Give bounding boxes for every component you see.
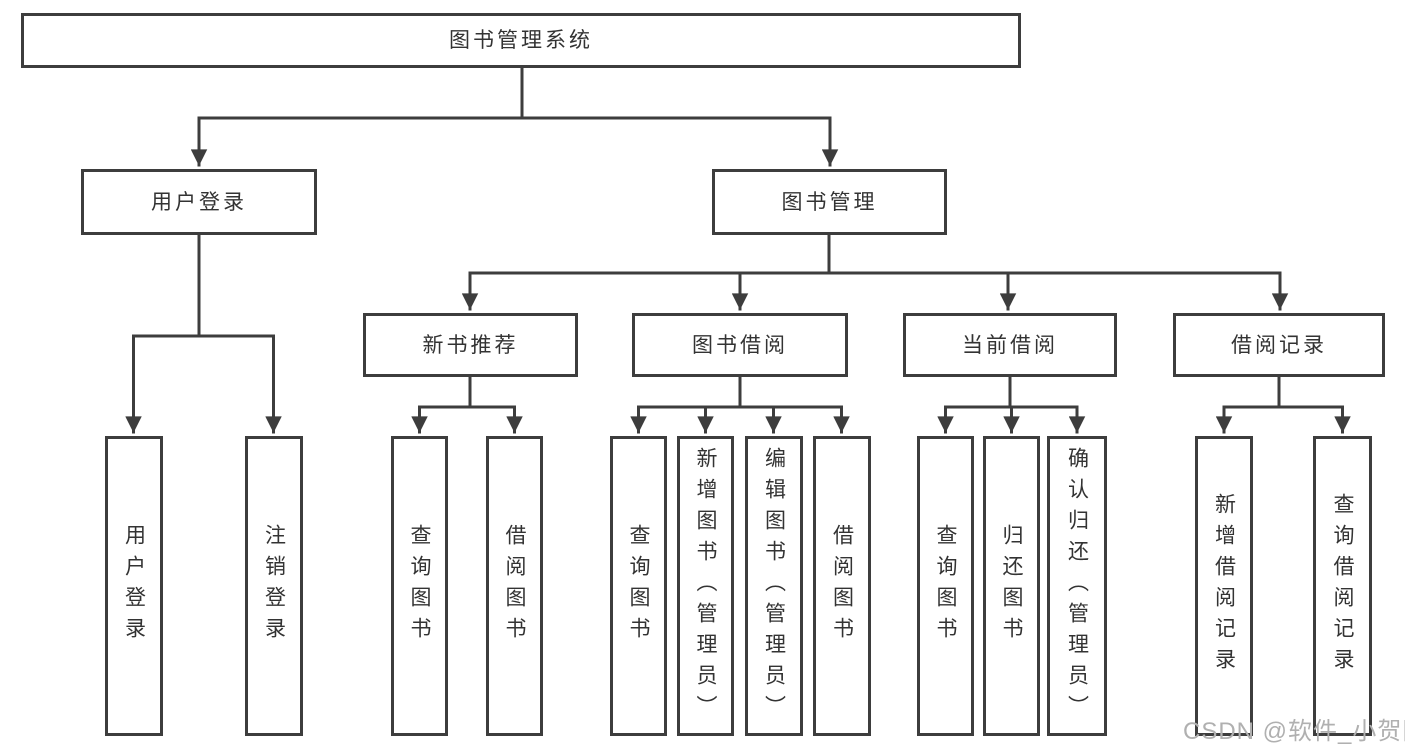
- leaf-borrow-books-recommend: 借阅图书: [486, 436, 543, 736]
- leaf-query-books-borrowing: 查询图书: [610, 436, 667, 736]
- node-borrowing-records: 借阅记录: [1173, 313, 1385, 377]
- node-new-book-recommend: 新书推荐: [363, 313, 578, 377]
- leaf-query-books-recommend: 查询图书: [391, 436, 448, 736]
- leaf-edit-book-admin: 编辑图书（管理员）: [745, 436, 803, 736]
- node-book-management: 图书管理: [712, 169, 947, 235]
- leaf-query-borrow-record: 查询借阅记录: [1313, 436, 1372, 736]
- node-book-borrowing: 图书借阅: [632, 313, 848, 377]
- watermark: CSDN @软件_小贺同学: [1183, 718, 1405, 745]
- leaf-logout: 注销登录: [245, 436, 303, 736]
- leaf-add-book-admin: 新增图书（管理员）: [677, 436, 734, 736]
- leaf-return-book: 归还图书: [983, 436, 1040, 736]
- node-current-borrowing: 当前借阅: [903, 313, 1117, 377]
- leaf-borrow-books-borrowing: 借阅图书: [813, 436, 871, 736]
- node-user-login: 用户登录: [81, 169, 317, 235]
- node-library-system: 图书管理系统: [21, 13, 1021, 68]
- leaf-confirm-return-admin: 确认归还（管理员）: [1047, 436, 1107, 736]
- leaf-add-borrow-record: 新增借阅记录: [1195, 436, 1253, 736]
- leaf-query-books-current: 查询图书: [917, 436, 974, 736]
- leaf-user-login: 用户登录: [105, 436, 163, 736]
